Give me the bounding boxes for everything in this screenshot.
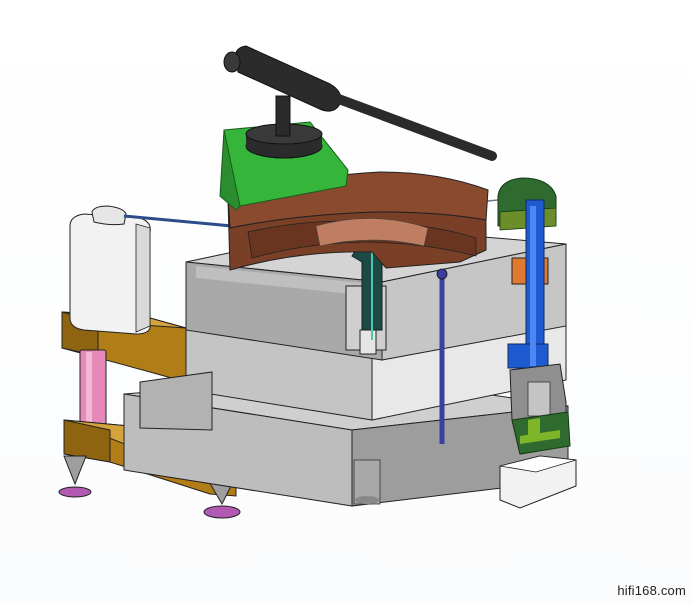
watermark: hifi168.com	[617, 583, 686, 598]
tonearm-assembly	[219, 45, 497, 211]
motor-pulley	[91, 205, 127, 226]
motor-housing	[69, 213, 151, 335]
drive-belt	[123, 214, 233, 228]
pillar	[79, 349, 107, 427]
foot-pad	[58, 486, 92, 498]
tonearm-wand	[331, 93, 497, 161]
right-rail-assembly	[436, 177, 577, 509]
spike-foot	[63, 455, 87, 486]
foot-pad	[203, 505, 241, 519]
plinth-stack	[123, 225, 569, 507]
